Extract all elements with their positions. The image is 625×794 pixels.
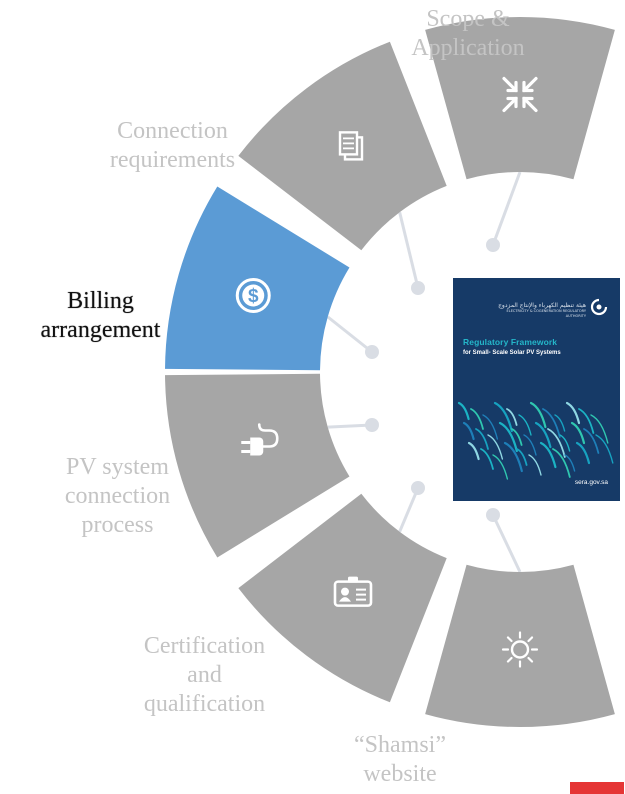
connector-connection <box>398 211 420 289</box>
wave-stroke <box>595 434 614 464</box>
wave-stroke <box>511 428 523 446</box>
wave-stroke <box>590 414 609 444</box>
wave-stroke <box>457 401 470 421</box>
label-line: Certification <box>143 633 266 659</box>
wave-stroke <box>482 414 499 440</box>
wave-stroke <box>539 441 557 469</box>
wave-stroke <box>583 428 600 454</box>
wave-stroke <box>564 454 576 472</box>
segment-billing[interactable] <box>165 186 350 371</box>
wave-stroke <box>559 434 571 452</box>
segments: $ <box>165 17 615 727</box>
connector-cert <box>398 487 420 533</box>
wave-stroke <box>516 448 528 466</box>
wave-stroke <box>470 408 484 430</box>
wave-stroke <box>528 454 542 476</box>
wave-stroke <box>578 408 595 434</box>
label-connection: Connection requirements <box>90 117 255 175</box>
wave-stroke <box>518 414 532 436</box>
svg-text:$: $ <box>248 286 259 307</box>
segment-shamsi[interactable] <box>425 564 615 727</box>
document-cover[interactable]: هيئة تنظيم الكهرباء والإنتاج المزدوج ELE… <box>453 278 620 501</box>
wave-stroke <box>492 454 509 480</box>
cover-waves <box>457 401 614 480</box>
connector-billing <box>326 315 373 354</box>
sun-icon <box>501 631 539 668</box>
wave-stroke <box>554 414 566 432</box>
label-line: Scope & <box>426 6 510 32</box>
label-line: requirements <box>109 147 236 173</box>
label-line: Application <box>411 35 525 61</box>
label-pv: PV system connection process <box>30 453 205 540</box>
id-card-icon <box>333 576 373 607</box>
dollar-coin-icon: $ <box>235 278 271 314</box>
cover-url: sera.gov.sa <box>574 479 608 486</box>
plug-icon <box>241 423 279 456</box>
wave-stroke <box>487 434 504 460</box>
label-line: and <box>187 662 222 688</box>
wave-stroke <box>552 448 571 478</box>
wave-stroke <box>480 448 494 470</box>
label-line: arrangement <box>40 317 161 343</box>
wave-stroke <box>493 401 513 433</box>
connector-pv <box>327 423 373 429</box>
accent-bar <box>570 782 624 794</box>
label-scope: Scope & Application <box>388 5 548 63</box>
connector-lines <box>326 171 522 573</box>
label-line: process <box>81 512 154 538</box>
label-line: PV system <box>66 454 169 480</box>
cover-logo-text: هيئة تنظيم الكهرباء والإنتاج المزدوج ELE… <box>498 302 586 318</box>
wave-stroke <box>547 428 566 458</box>
document-icon <box>338 131 364 161</box>
cover-subtitle: for Small- Scale Solar PV Systems <box>463 350 561 356</box>
connector-dot-connection <box>411 281 425 295</box>
wave-stroke <box>462 421 475 441</box>
label-line: “Shamsi” <box>354 732 446 758</box>
label-line: connection <box>64 483 171 509</box>
wave-stroke <box>570 421 586 445</box>
connector-dot-shamsi <box>486 508 500 522</box>
wave-stroke <box>503 441 523 473</box>
label-cert: Certification and qualification <box>112 632 297 719</box>
connector-dot-billing <box>365 345 379 359</box>
wave-stroke <box>467 441 480 461</box>
compress-arrows-icon <box>502 76 538 113</box>
segment-pv[interactable] <box>165 373 350 558</box>
connector-dot-pv <box>365 418 379 432</box>
label-line: qualification <box>143 691 266 717</box>
label-line: Billing <box>67 288 134 314</box>
wave-stroke <box>529 401 547 429</box>
label-line: website <box>363 761 437 787</box>
wave-stroke <box>506 408 518 426</box>
label-billing[interactable]: Billing arrangement <box>18 287 183 345</box>
wave-stroke <box>523 434 537 456</box>
connector-shamsi <box>491 514 522 573</box>
label-line: Connection <box>117 118 228 144</box>
sera-logo-icon <box>590 298 608 316</box>
connector-dot-cert <box>411 481 425 495</box>
wave-stroke <box>534 421 552 449</box>
connector-scope <box>491 171 522 246</box>
segment-scope[interactable] <box>425 17 615 180</box>
wave-stroke <box>565 401 581 425</box>
wave-stroke <box>575 441 591 465</box>
wave-stroke <box>475 428 489 450</box>
connector-dot-scope <box>486 238 500 252</box>
label-shamsi: “Shamsi” website <box>320 731 480 789</box>
wave-stroke <box>542 408 561 438</box>
wave-stroke <box>498 421 518 453</box>
cover-title: Regulatory Framework <box>463 337 558 347</box>
